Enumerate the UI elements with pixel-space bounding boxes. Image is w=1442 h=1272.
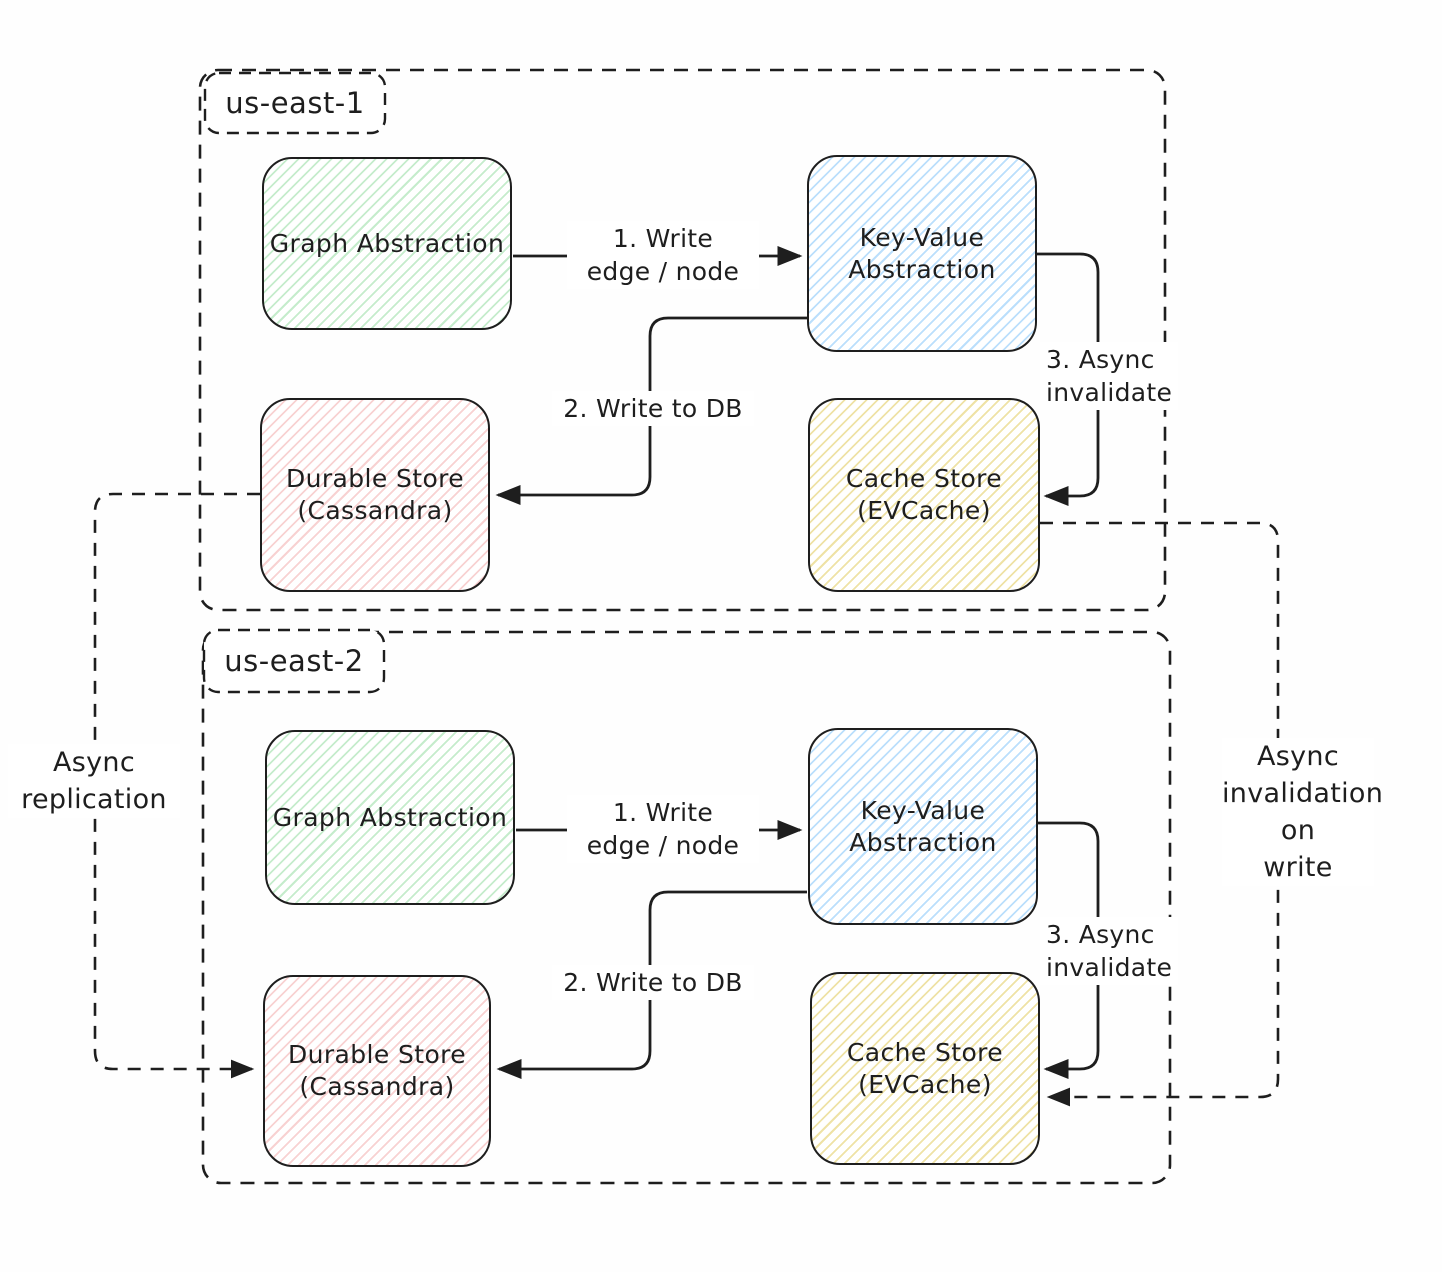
edge-label-async-invalidate-r2: 3. Async invalidate — [1040, 917, 1178, 985]
node-cache-store-r1: Cache Store (EVCache) — [808, 398, 1040, 592]
edge-label-write-to-db-r2: 2. Write to DB — [552, 965, 754, 1000]
node-label: Key-Value Abstraction — [849, 795, 997, 857]
label-async-replication: Async replication — [8, 744, 180, 818]
region-border-us-east-2 — [201, 630, 1172, 1185]
region-title-us-east-1: us-east-1 — [225, 86, 365, 120]
node-label: Graph Abstraction — [272, 802, 508, 832]
node-key-value-abstraction-r2: Key-Value Abstraction — [808, 728, 1038, 925]
region-title-us-east-2: us-east-2 — [224, 644, 364, 678]
edge-label-write-edge-node-r1: 1. Write edge / node — [567, 221, 759, 289]
node-graph-abstraction-r1: Graph Abstraction — [262, 157, 512, 330]
edge-label-write-to-db-r1: 2. Write to DB — [552, 391, 754, 426]
node-label: Durable Store (Cassandra) — [285, 464, 465, 525]
node-label: Cache Store (EVCache) — [846, 1037, 1004, 1099]
node-cache-store-r2: Cache Store (EVCache) — [810, 972, 1040, 1165]
node-label: Graph Abstraction — [269, 228, 505, 258]
node-label: Key-Value Abstraction — [848, 222, 996, 284]
node-label: Cache Store (EVCache) — [845, 464, 1003, 525]
label-async-invalidation-on-write: Async invalidation on write — [1222, 738, 1383, 886]
node-graph-abstraction-r2: Graph Abstraction — [265, 730, 515, 905]
region-border-us-east-1 — [198, 68, 1167, 612]
region-label-box-us-east-1 — [203, 71, 387, 135]
edge-label-async-invalidate-r1: 3. Async invalidate — [1040, 342, 1178, 410]
node-durable-store-r2: Durable Store (Cassandra) — [263, 975, 491, 1167]
region-label-box-us-east-2 — [202, 628, 386, 694]
edge-label-write-edge-node-r2: 1. Write edge / node — [567, 795, 759, 863]
node-key-value-abstraction-r1: Key-Value Abstraction — [807, 155, 1037, 352]
node-durable-store-r1: Durable Store (Cassandra) — [260, 398, 490, 592]
node-label: Durable Store (Cassandra) — [287, 1040, 467, 1101]
